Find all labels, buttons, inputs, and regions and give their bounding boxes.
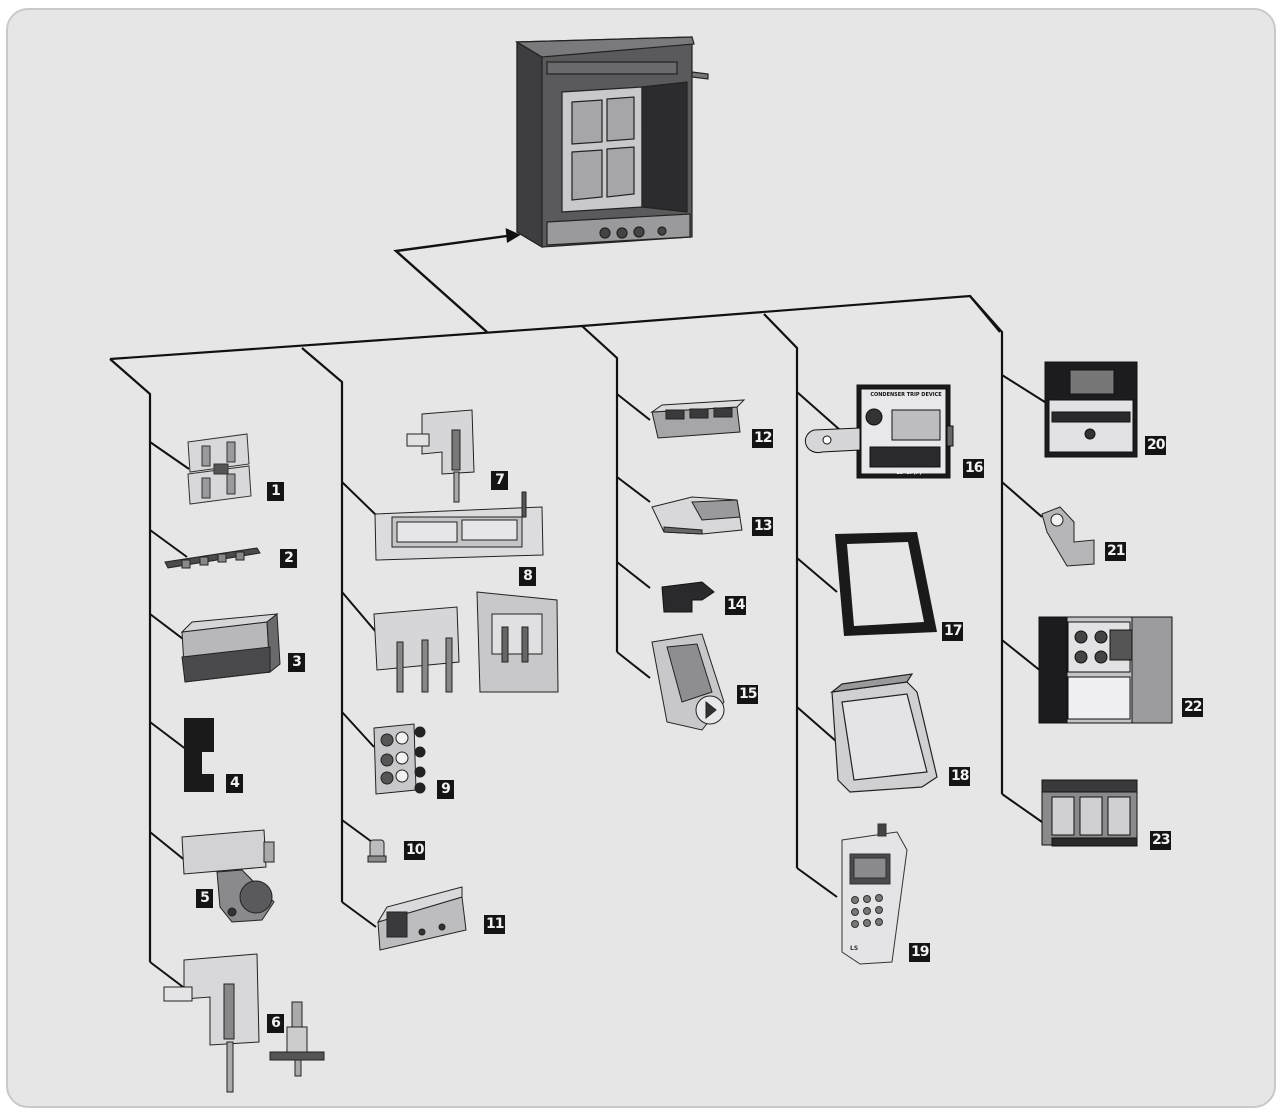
bracket-icon [1042,507,1094,566]
badge-4: 4 [226,774,243,793]
device16-model: LS•1P(P) [874,470,944,476]
cradle-icon [517,37,708,247]
badge-11: 11 [484,915,505,934]
badge-10: 10 [404,841,425,860]
insulation-plate-icon [184,718,214,792]
interlock-set-icon [374,592,558,692]
badge-20: 20 [1145,436,1166,455]
badge-13: 13 [752,517,773,536]
handle-cover-icon [652,497,742,534]
diagram-panel: 1 2 3 4 5 6 7 8 9 10 11 12 13 14 15 16 1… [6,8,1276,1108]
badge-12: 12 [752,429,773,448]
badge-23: 23 [1150,831,1171,850]
badge-1: 1 [267,482,284,501]
relay-module-icon [1042,780,1137,846]
badge-16: 16 [963,459,984,478]
circuit-breaker-icon [1039,617,1172,723]
device16-title: CONDENSER TRIP DEVICE [863,392,949,398]
badge-18: 18 [949,767,970,786]
badge-2: 2 [280,549,297,568]
badge-8: 8 [519,567,536,586]
badge-21: 21 [1105,542,1126,561]
badge-15: 15 [737,685,758,704]
device19-brand: LS [850,945,870,952]
badge-14: 14 [725,596,746,615]
badge-17: 17 [942,622,963,641]
transparent-cover-icon [832,674,937,792]
ats-controller-icon [1045,362,1137,457]
badge-7: 7 [491,471,508,490]
badge-5: 5 [196,889,213,908]
badge-3: 3 [288,653,305,672]
safety-cover-icon [182,614,280,682]
badge-6: 6 [267,1014,284,1033]
bolt-icon [368,840,386,862]
door-interlock-icon [164,954,324,1092]
arrow-to-cradle [396,230,518,332]
label-plate-icon [652,400,744,438]
badge-22: 22 [1182,698,1203,717]
position-switch-icon [182,830,274,922]
counter-icon [378,887,466,950]
mechanical-interlock-icon [407,410,474,502]
cradle-shutter-icon [188,434,251,504]
badge-9: 9 [437,780,454,799]
door-frame-icon [835,532,937,636]
connector-lines [8,10,1276,1108]
badge-19: 19 [909,943,930,962]
clip-icon [662,582,714,612]
condenser-trip-device-icon [805,385,953,478]
handheld-tester-icon [842,824,907,964]
padlock-block-icon [374,724,425,794]
button-cover-icon [652,634,724,730]
